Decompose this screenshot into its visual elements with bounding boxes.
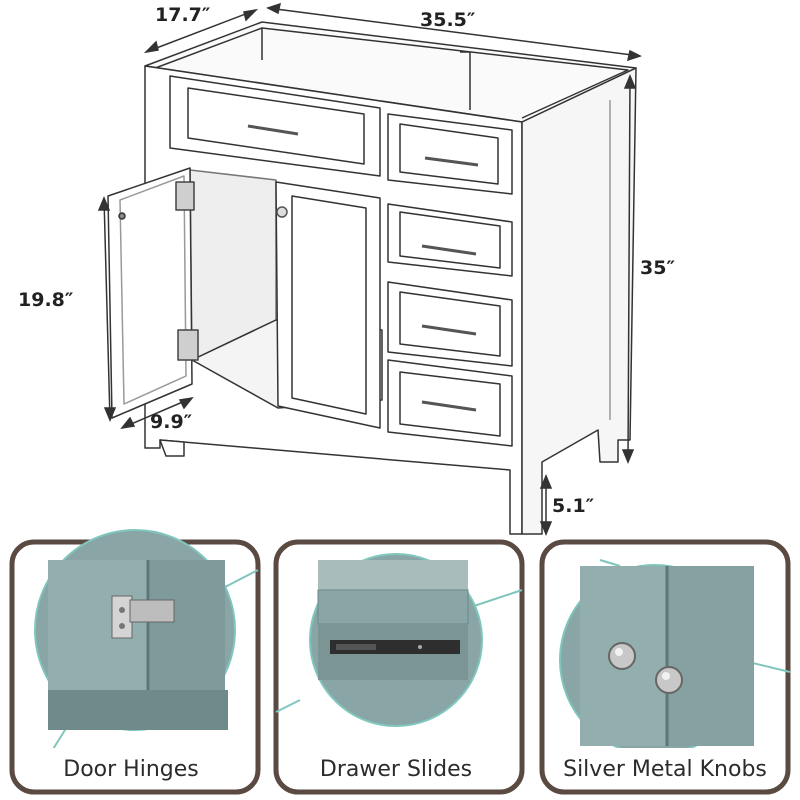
feature-caption: Door Hinges: [63, 757, 198, 782]
depth-label: 17.7″: [155, 4, 211, 26]
height-label: 35″: [640, 257, 675, 279]
feature-panel-door-hinges: Door Hinges: [9, 529, 261, 795]
door-height-label: 19.8″: [18, 289, 74, 311]
cabinet-drawing: [107, 21, 637, 535]
feature-panel-silver-metal-knobs: Silver Metal Knobs: [539, 539, 791, 795]
hinge-icon: [111, 595, 175, 639]
knob-icon: [655, 666, 683, 694]
slide-rail-icon: [330, 640, 460, 654]
leg-height-label: 5.1″: [552, 495, 595, 517]
dimension-lines: [97, 2, 642, 536]
feature-caption: Silver Metal Knobs: [563, 757, 767, 782]
dimension-labels: 17.7″ 35.5″ 35″ 19.8″ 9.9″ 5.1″: [18, 4, 675, 517]
width-label: 35.5″: [420, 9, 476, 31]
door-width-label: 9.9″: [150, 411, 193, 433]
handle-icon: [247, 124, 299, 136]
knob-icon: [608, 642, 636, 670]
feature-panel-drawer-slides: Drawer Slides: [273, 539, 525, 795]
feature-caption: Drawer Slides: [320, 757, 472, 782]
